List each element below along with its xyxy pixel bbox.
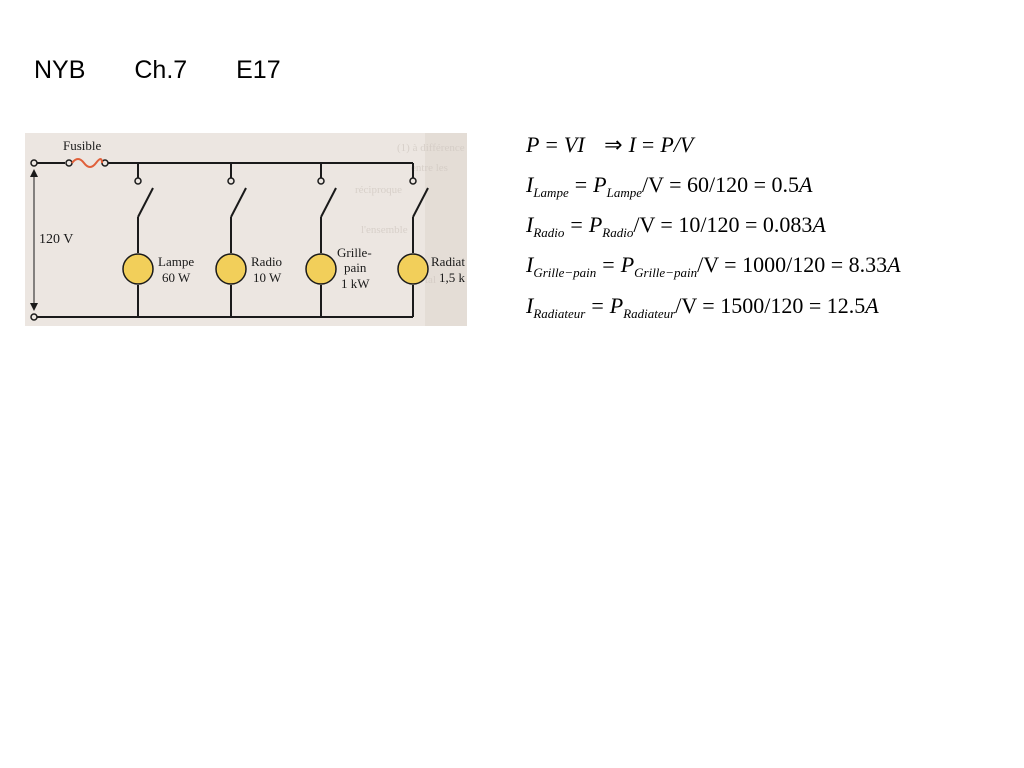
slide-title: NYB Ch.7 E17 — [34, 56, 281, 85]
svg-text:réciproque: réciproque — [355, 184, 402, 196]
svg-text:entre les: entre les — [411, 162, 448, 174]
course-code: NYB — [34, 56, 86, 84]
bleed-through-text: (1) à différence entre les réciproque l'… — [355, 142, 465, 286]
bulb-radiateur — [397, 253, 429, 285]
bulb-radio — [215, 253, 247, 285]
circuit-diagram: (1) à différence entre les réciproque l'… — [25, 133, 467, 326]
fuse-label: Fusible — [63, 138, 102, 153]
exercise-label: E17 — [236, 56, 281, 84]
svg-text:tal: tal — [425, 274, 436, 286]
bulb-lampe — [122, 253, 154, 285]
bulbs — [122, 253, 429, 285]
chapter-label: Ch.7 — [134, 56, 188, 84]
load-power-radiateur: 1,5 k — [439, 270, 466, 285]
bulb-grille-pain — [305, 253, 337, 285]
equation-power-law: P=VI ⇒I=P/V — [526, 132, 694, 157]
wires — [33, 162, 429, 318]
equation-current-lampe: ILampe=PLampe/V = 60/120 = 0.5A — [526, 172, 813, 200]
fuse-symbol — [71, 158, 103, 168]
load-name-radiateur: Radiat — [431, 254, 465, 269]
paper-background — [25, 133, 467, 326]
load-name-grille-1: Grille- — [337, 245, 372, 260]
load-power-lampe: 60 W — [162, 270, 191, 285]
load-name-grille-2: pain — [344, 260, 367, 275]
load-name-lampe: Lampe — [158, 254, 194, 269]
svg-text:l'ensemble: l'ensemble — [361, 224, 408, 236]
equation-current-grille-pain: IGrille−pain=PGrille−pain/V = 1000/120 =… — [526, 252, 901, 280]
load-power-grille: 1 kW — [341, 276, 370, 291]
equation-current-radiateur: IRadiateur=PRadiateur/V = 1500/120 = 12.… — [526, 293, 879, 321]
equation-current-radio: IRadio=PRadio/V = 10/120 = 0.083A — [526, 212, 826, 240]
voltage-label: 120 V — [39, 232, 73, 247]
load-name-radio: Radio — [251, 254, 282, 269]
terminals — [30, 159, 417, 321]
load-power-radio: 10 W — [253, 270, 282, 285]
svg-text:(1) à différence: (1) à différence — [397, 142, 465, 154]
